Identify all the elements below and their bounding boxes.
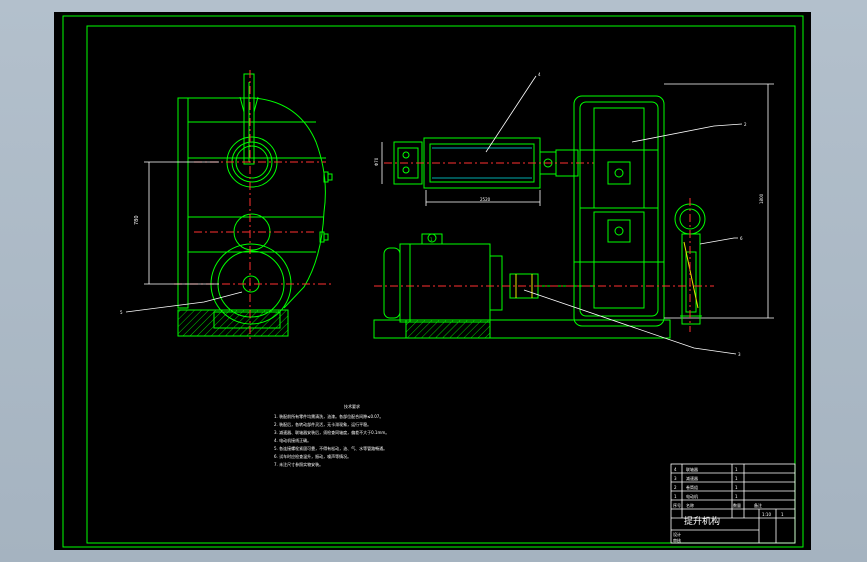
drum-assembly: Φ70 2520 4 <box>374 72 594 206</box>
technical-notes: 技术要求 1. 装配前所有零件均需清洗，油漆。各部位配合间隙≤0.07。 2. … <box>274 403 389 467</box>
tb-row1-qty: 1 <box>735 467 738 472</box>
shaft-length-dim: 2520 <box>480 197 491 202</box>
notes-heading: 技术要求 <box>344 403 360 409</box>
outer-frame <box>62 15 804 548</box>
balloon-5: 5 <box>120 310 123 315</box>
checker-label: 审核 <box>673 537 681 543</box>
designer-label: 设计 <box>673 531 681 537</box>
brake-assembly: 6 <box>674 198 743 332</box>
front-height-dim: 780 <box>134 215 140 225</box>
title-block: 4 联轴器 1 3 减速器 1 2 卷筒组 1 1 电动机 1 序号 名称 数量… <box>670 463 796 544</box>
tb-row1-name: 联轴器 <box>686 466 698 472</box>
drawing-sheet: 1 <box>781 512 784 517</box>
drawing-title: 提升机构 <box>684 515 720 527</box>
note-line-6: 6. 试车时应检查温升，振动，噪声等情况。 <box>274 453 351 459</box>
tb-row4-name: 电动机 <box>686 493 698 499</box>
tb-row4-qty: 1 <box>735 494 738 499</box>
shaft-dia-dim: Φ70 <box>374 157 379 166</box>
note-line-4: 4. 电动机接线正确。 <box>274 437 311 443</box>
reducer-assembly: 1800 2 <box>573 83 774 327</box>
tb-header-no: 序号 <box>673 502 681 508</box>
note-line-7: 7. 未注尺寸参照实物安装。 <box>274 461 323 467</box>
motor-assembly: 1 3 <box>373 233 741 357</box>
note-line-2: 2. 装配后，各转动部件灵活，无卡滞现象，运行平稳。 <box>274 421 371 427</box>
cad-drawing-svg: 780 5 Φ70 2520 4 <box>62 15 804 548</box>
balloon-3: 3 <box>738 352 741 357</box>
tb-row3-name: 卷筒组 <box>686 484 698 490</box>
tb-row1-no: 4 <box>674 467 677 472</box>
balloon-4: 4 <box>538 72 541 77</box>
tb-row4-no: 1 <box>674 494 677 499</box>
reducer-height-dim: 1800 <box>759 193 764 204</box>
tb-row3-no: 2 <box>674 485 677 490</box>
note-line-1: 1. 装配前所有零件均需清洗，油漆。各部位配合间隙≤0.07。 <box>274 413 383 419</box>
inner-frame <box>86 25 796 544</box>
drawing-scale: 1:10 <box>762 512 771 517</box>
balloon-2: 2 <box>744 122 747 127</box>
tb-row3-qty: 1 <box>735 485 738 490</box>
tb-header-name: 名称 <box>686 502 694 508</box>
balloon-1: 1 <box>430 237 433 242</box>
tb-row2-qty: 1 <box>735 476 738 481</box>
balloon-6: 6 <box>740 236 743 241</box>
cad-drawing-area[interactable]: 780 5 Φ70 2520 4 <box>54 12 811 550</box>
tb-row2-name: 减速器 <box>686 475 698 481</box>
tb-header-qty: 数量 <box>733 502 741 508</box>
front-view-gearbox: 780 5 <box>120 70 333 342</box>
tb-header-note: 备注 <box>754 502 762 508</box>
tb-row2-no: 3 <box>674 476 677 481</box>
note-line-5: 5. 各连接螺栓紧固可靠，不得有松动，油、气、水等管路畅通。 <box>274 445 387 451</box>
note-line-3: 3. 减速器、联轴器安装后，须检查同轴度，偏差不大于0.1mm。 <box>274 429 389 435</box>
